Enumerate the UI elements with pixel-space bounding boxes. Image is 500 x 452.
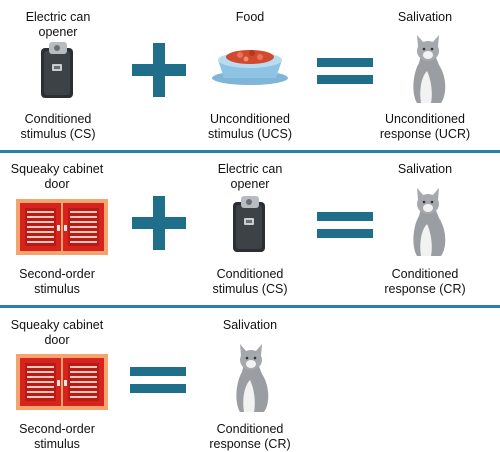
line: Second-order — [19, 267, 95, 281]
panel1-stimulus-a-top: Electric can opener — [18, 10, 98, 40]
cat-icon — [228, 342, 274, 414]
panel3-response-bottom: Conditioned response (CR) — [190, 422, 310, 452]
line: stimulus — [34, 282, 80, 296]
cat-icon — [405, 186, 451, 258]
cabinet-door-icon — [16, 199, 108, 255]
line: stimulus (CS) — [212, 282, 288, 296]
line: Conditioned — [391, 267, 459, 281]
panel1-stimulus-a-label: Electric can opener — [25, 10, 91, 39]
can-opener-icon — [37, 42, 77, 100]
panel1-stimulus-a-bottom: Conditioned stimulus (CS) — [8, 112, 108, 142]
panel3-response-top: Salivation — [222, 318, 278, 332]
cat-icon — [405, 33, 451, 105]
line: stimulus (CS) — [20, 127, 96, 141]
line: Electric can — [217, 162, 283, 176]
line: Unconditioned — [210, 112, 290, 126]
line: Squeaky cabinet — [10, 318, 104, 332]
panel2-stimulus-a-bottom: Second-order stimulus — [2, 267, 112, 297]
line: Squeaky cabinet — [10, 162, 104, 176]
line: response (UCR) — [379, 127, 471, 141]
panel2-stimulus-a-top: Squeaky cabinet door — [2, 162, 112, 192]
line: door — [44, 177, 70, 191]
divider — [0, 305, 500, 308]
line: Conditioned — [216, 267, 284, 281]
panel3-stimulus-a-top: Squeaky cabinet door — [2, 318, 112, 348]
panel1-stimulus-b-top: Food — [235, 10, 265, 24]
can-opener-icon — [229, 196, 269, 254]
panel1-stimulus-b-bottom: Unconditioned stimulus (UCS) — [190, 112, 310, 142]
line: response (CR) — [209, 437, 291, 451]
line: opener — [230, 177, 270, 191]
panel1-response-top: Salivation — [397, 10, 453, 24]
plus-icon — [132, 196, 186, 250]
line: Conditioned — [216, 422, 284, 436]
panel2-stimulus-b-top: Electric can opener — [200, 162, 300, 192]
line: stimulus (UCS) — [207, 127, 293, 141]
line: Conditioned — [24, 112, 92, 126]
cabinet-door-icon — [16, 354, 108, 410]
divider — [0, 150, 500, 153]
plus-icon — [132, 43, 186, 97]
line: Unconditioned — [385, 112, 465, 126]
panel2-response-top: Salivation — [397, 162, 453, 176]
panel1-response-bottom: Unconditioned response (UCR) — [360, 112, 490, 142]
equals-icon — [130, 367, 186, 393]
line: response (CR) — [384, 282, 466, 296]
equals-icon — [317, 212, 373, 238]
line: stimulus — [34, 437, 80, 451]
line: door — [44, 333, 70, 347]
panel2-response-bottom: Conditioned response (CR) — [370, 267, 480, 297]
equals-icon — [317, 58, 373, 84]
panel2-stimulus-b-bottom: Conditioned stimulus (CS) — [190, 267, 310, 297]
line: Second-order — [19, 422, 95, 436]
panel3-stimulus-a-bottom: Second-order stimulus — [2, 422, 112, 452]
food-bowl-icon — [210, 44, 290, 86]
